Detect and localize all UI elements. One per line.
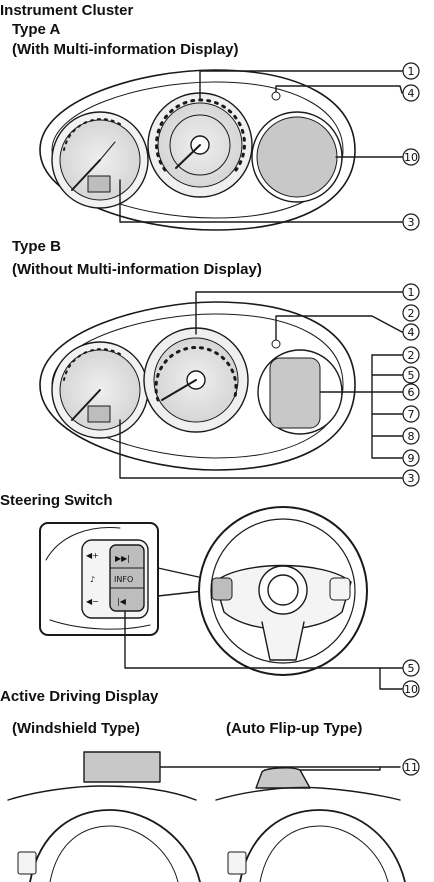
steering-switch-labels: ◀+ ▶▶| ♪ INFO ◀− |◀ bbox=[86, 551, 133, 606]
callout-b-2: 2 bbox=[408, 307, 415, 320]
callout-active-11: 11 bbox=[404, 761, 418, 774]
steering-switch-diagram bbox=[39, 506, 403, 690]
voice-label: ♪ bbox=[90, 575, 95, 584]
instrument-cluster-heading: Instrument Cluster bbox=[0, 2, 134, 19]
type-a-speedometer bbox=[147, 92, 253, 198]
windshield-type-heading: (Windshield Type) bbox=[12, 720, 140, 737]
callout-steering-10: 10 bbox=[404, 683, 418, 696]
windshield-type-diagram bbox=[7, 751, 201, 882]
auto-flip-up-type-heading: (Auto Flip-up Type) bbox=[226, 720, 363, 737]
type-b-tachometer bbox=[51, 341, 149, 439]
info-label: INFO bbox=[114, 575, 133, 584]
callout-a-1: 1 bbox=[408, 65, 415, 78]
callout-a-4: 4 bbox=[408, 87, 415, 100]
active-driving-display-heading: Active Driving Display bbox=[0, 688, 159, 705]
type-b-speedometer bbox=[143, 327, 249, 433]
callout-a-3: 3 bbox=[408, 216, 415, 229]
previous-track-label: |◀ bbox=[117, 597, 127, 606]
volume-down-label: ◀− bbox=[86, 597, 99, 606]
type-b-heading: Type B bbox=[12, 238, 61, 255]
callout-b-8: 8 bbox=[408, 430, 415, 443]
callout-b-1: 1 bbox=[408, 286, 415, 299]
callout-b-3: 3 bbox=[408, 472, 415, 485]
type-a-cluster bbox=[39, 69, 403, 231]
type-a-tachometer bbox=[51, 111, 149, 209]
type-b-subheading: (Without Multi-information Display) bbox=[12, 261, 262, 278]
callout-b-6: 6 bbox=[408, 386, 415, 399]
callout-steering-5: 5 bbox=[408, 662, 415, 675]
callout-b-7: 7 bbox=[408, 408, 415, 421]
type-a-subheading: (With Multi-information Display) bbox=[12, 41, 239, 58]
steering-switch-heading: Steering Switch bbox=[0, 492, 113, 509]
type-b-display bbox=[257, 339, 343, 435]
callout-b-9: 9 bbox=[408, 452, 415, 465]
callout-b-4: 4 bbox=[408, 326, 415, 339]
volume-up-label: ◀+ bbox=[86, 551, 99, 560]
callout-b-5: 5 bbox=[408, 369, 415, 382]
callout-b-2b: 2 bbox=[408, 349, 415, 362]
type-a-multi-information-display bbox=[251, 91, 343, 203]
type-b-cluster bbox=[39, 291, 403, 479]
callout-a-10: 10 bbox=[404, 151, 418, 164]
callout-markers: 1 4 10 3 1 2 4 2 5 6 7 8 9 3 5 10 11 bbox=[402, 62, 420, 776]
type-a-heading: Type A bbox=[12, 21, 61, 38]
windshield-display-panel bbox=[83, 751, 161, 783]
auto-flip-up-type-diagram bbox=[159, 766, 406, 882]
flip-up-display-panel bbox=[255, 767, 311, 789]
next-track-label: ▶▶| bbox=[115, 554, 130, 563]
